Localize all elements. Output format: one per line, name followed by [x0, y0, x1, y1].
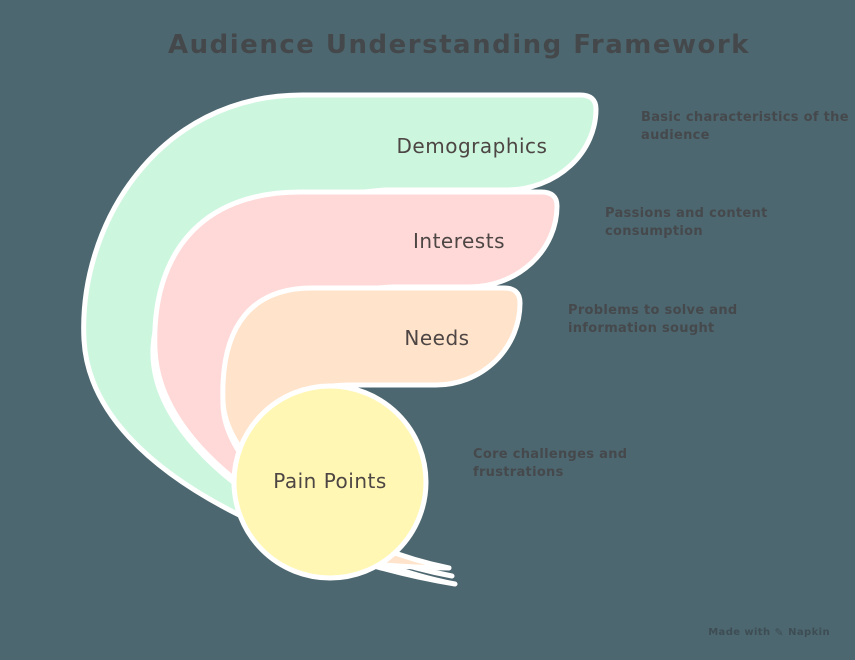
annotation-line: Basic characteristics of the — [641, 110, 849, 125]
petal-label-demographics: Demographics — [396, 134, 548, 158]
annotation-pain-points: Core challenges and frustrations — [473, 446, 627, 482]
watermark-brand: Napkin — [788, 627, 830, 638]
watermark: Made with ✎ Napkin — [708, 625, 830, 639]
annotation-line: Problems to solve and — [568, 303, 738, 318]
petal-pain-points — [231, 383, 429, 581]
annotation-line: consumption — [605, 224, 703, 239]
watermark-prefix: Made with — [708, 627, 771, 638]
diagram-title: Audience Understanding Framework — [168, 30, 750, 60]
annotation-demographics: Basic characteristics of the audience — [641, 109, 849, 145]
annotation-line: audience — [641, 128, 710, 143]
petal-label-needs: Needs — [404, 326, 470, 350]
annotation-line: Passions and content — [605, 206, 768, 221]
annotation-line: Core challenges and — [473, 447, 628, 462]
annotation-needs: Problems to solve and information sought — [568, 302, 738, 338]
annotation-line: frustrations — [473, 465, 564, 480]
annotation-line: information sought — [568, 321, 715, 336]
pen-icon: ✎ — [774, 625, 785, 639]
petal-label-pain-points: Pain Points — [273, 469, 387, 493]
annotation-interests: Passions and content consumption — [605, 205, 768, 241]
petal-label-interests: Interests — [413, 229, 505, 253]
